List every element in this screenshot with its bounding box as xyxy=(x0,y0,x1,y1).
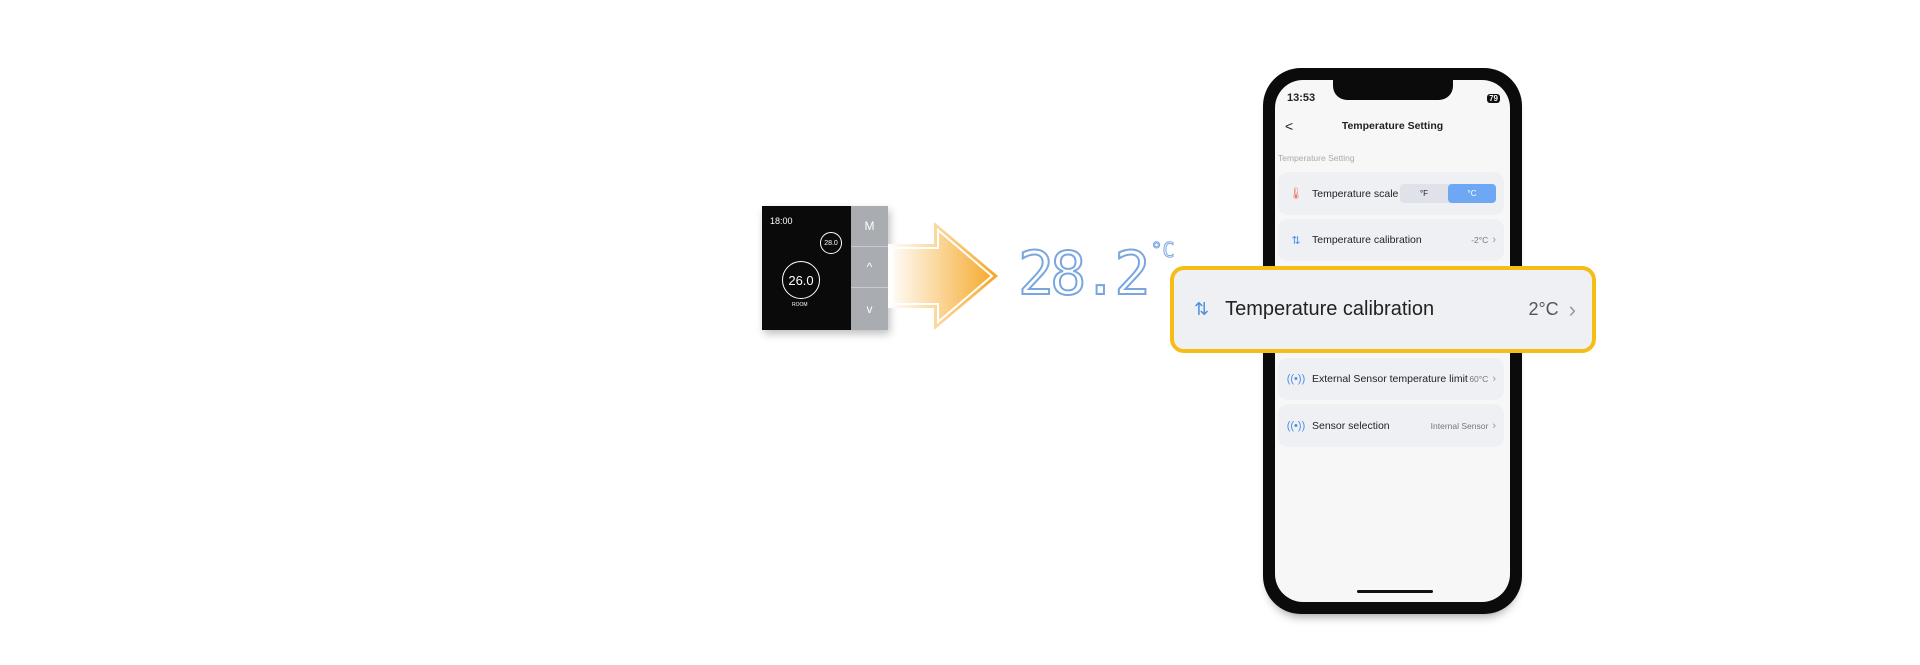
thermostat-room-temp: 26.0 xyxy=(782,261,820,299)
highlight-value: 2°C xyxy=(1528,299,1559,319)
calibration-label: Temperature calibration xyxy=(1312,234,1422,246)
highlighted-calibration-row[interactable]: ⇅ Temperature calibration 2°C › xyxy=(1170,266,1596,353)
home-indicator xyxy=(1357,590,1433,593)
external-limit-value: 60°C xyxy=(1469,374,1489,384)
phone-notch xyxy=(1333,80,1453,100)
external-limit-label: External Sensor temperature limit xyxy=(1312,373,1468,385)
thermometer-icon: 🌡 xyxy=(1289,188,1303,200)
thermostat-device: 18:00 28.0 26.0 ROOM M ^ v xyxy=(762,206,888,330)
calibration-icon: ⇅ xyxy=(1291,234,1301,247)
thermostat-room-label: ROOM xyxy=(792,302,808,308)
thermostat-clock: 18:00 xyxy=(770,216,793,226)
reading-unit: °C xyxy=(1150,238,1175,262)
external-sensor-limit-row[interactable]: ((•)) External Sensor temperature limit … xyxy=(1278,358,1504,400)
sensor-icon: ((•)) xyxy=(1286,419,1306,432)
sensor-selection-value: Internal Sensor xyxy=(1430,420,1489,431)
thermostat-set-temp: 28.0 xyxy=(820,232,842,254)
calibration-icon: ⇅ xyxy=(1194,299,1210,319)
sensor-selection-label: Sensor selection xyxy=(1312,419,1390,432)
status-time: 13:53 xyxy=(1287,92,1316,104)
temperature-scale-row: 🌡 Temperature scale °F °C xyxy=(1278,172,1504,215)
thermostat-screen: 18:00 28.0 26.0 ROOM xyxy=(762,206,851,330)
page-title: Temperature Setting xyxy=(1341,120,1444,132)
chevron-right-icon: › xyxy=(1492,373,1496,385)
temperature-calibration-row[interactable]: ⇅ Temperature calibration -2°C › xyxy=(1278,219,1504,261)
temperature-reading: 28.2 °C xyxy=(1017,239,1175,309)
chevron-right-icon: › xyxy=(1492,419,1496,432)
up-button[interactable]: ^ xyxy=(851,247,888,288)
celsius-option[interactable]: °C xyxy=(1448,184,1496,203)
highlight-label: Temperature calibration xyxy=(1225,298,1435,320)
temperature-scale-toggle: °F °C xyxy=(1400,184,1496,203)
back-button[interactable]: < xyxy=(1285,118,1294,134)
chevron-right-icon: › xyxy=(1568,296,1576,322)
down-button[interactable]: v xyxy=(866,301,873,316)
calibration-value: -2°C xyxy=(1471,235,1489,245)
battery-icon: 79 xyxy=(1487,94,1500,103)
mode-button[interactable]: M xyxy=(851,206,888,247)
thermostat-keys: M ^ v xyxy=(851,206,888,330)
arrow-icon xyxy=(888,222,998,330)
reading-value: 28.2 xyxy=(1017,239,1151,309)
fahrenheit-option[interactable]: °F xyxy=(1419,189,1429,198)
section-label: Temperature Setting xyxy=(1278,153,1355,163)
temperature-scale-label: Temperature scale xyxy=(1312,187,1399,200)
sensor-icon: ((•)) xyxy=(1286,373,1306,385)
sensor-selection-row[interactable]: ((•)) Sensor selection Internal Sensor › xyxy=(1278,404,1504,447)
chevron-right-icon: › xyxy=(1492,234,1496,246)
